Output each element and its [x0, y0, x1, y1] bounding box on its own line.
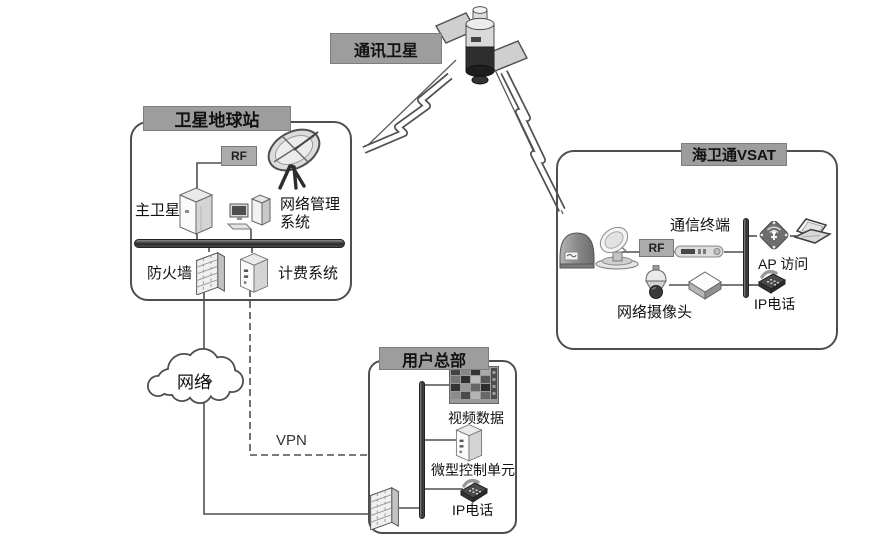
lightning-bolt-right — [500, 70, 566, 212]
mcu-label-text: 微型控制单元 — [431, 462, 515, 478]
network-cloud-label-text: 网络 — [177, 373, 211, 392]
ip-phone-label-hq-text: IP电话 — [452, 502, 494, 518]
main-station-label-text: 主卫星 — [135, 202, 181, 219]
vpn-label: VPN — [276, 432, 307, 449]
rf-box-vsat: RF — [639, 239, 674, 257]
vsat-title: 海卫通VSAT — [681, 143, 787, 166]
communication-satellite-icon — [434, 6, 528, 85]
firewall-icon-earth — [195, 252, 226, 295]
firewall-icon-hq — [369, 487, 400, 530]
billing-label-text: 计费系统 — [278, 265, 339, 282]
ip-phone-icon-hq — [460, 478, 489, 503]
video-wall-icon — [449, 366, 499, 404]
headquarters-title: 用户总部 — [379, 347, 489, 370]
vpn-label-text: VPN — [276, 432, 307, 449]
nms-label-line2: 系统 — [280, 214, 311, 231]
mcu-label: 微型控制单元 — [431, 460, 515, 480]
network-camera-icon — [645, 265, 667, 299]
hq-lan-bus — [419, 381, 425, 519]
network-cloud-shape — [147, 348, 244, 404]
network-camera-label-text: 网络摄像头 — [617, 304, 693, 321]
nms-label: 网络管理 系统 — [280, 196, 340, 232]
vsat-title-text: 海卫通VSAT — [692, 147, 776, 164]
rf-label-earth: RF — [231, 149, 247, 163]
comm-terminal-label: 通信终端 — [670, 214, 730, 235]
firewall-label-earth: 防火墙 — [147, 262, 192, 283]
billing-server-icon — [239, 253, 269, 293]
ip-phone-label-vsat: IP电话 — [754, 294, 795, 314]
video-data-label: 视频数据 — [448, 408, 504, 428]
ap-access-label: AP 访问 — [758, 254, 808, 274]
ip-phone-icon-vsat — [758, 269, 787, 294]
main-station-label: 主卫星 — [135, 199, 180, 220]
billing-label: 计费系统 — [278, 262, 338, 283]
ip-phone-label-hq: IP电话 — [452, 500, 493, 520]
internet-link-line — [203, 290, 372, 515]
comm-terminal-label-text: 通信终端 — [670, 217, 731, 234]
earth-station-title: 卫星地球站 — [143, 106, 291, 131]
comm-terminal-icon — [674, 245, 724, 258]
ap-access-label-text: AP 访问 — [758, 256, 809, 272]
switch-icon — [688, 271, 722, 300]
nms-workstation-icon — [226, 194, 272, 230]
nms-label-line1: 网络管理 — [280, 196, 341, 213]
headquarters-title-text: 用户总部 — [401, 352, 466, 370]
satellite-label: 通讯卫星 — [330, 33, 442, 64]
mcu-server-icon — [455, 424, 483, 462]
rf-box-earth: RF — [221, 146, 257, 166]
earth-lan-bus — [134, 239, 345, 248]
vsat-lan-bus — [743, 218, 749, 298]
network-cloud-label: 网络 — [177, 368, 211, 393]
ap-icon — [759, 221, 789, 250]
vpn-dashed-line — [249, 290, 368, 456]
satellite-label-text: 通讯卫星 — [353, 42, 418, 60]
earth-station-title-text: 卫星地球站 — [174, 111, 260, 130]
video-data-label-text: 视频数据 — [448, 410, 504, 426]
lightning-bolt-left — [362, 72, 453, 154]
laptop-icon — [794, 218, 832, 244]
rf-label-vsat: RF — [648, 241, 665, 255]
network-camera-label: 网络摄像头 — [617, 301, 692, 322]
firewall-label-earth-text: 防火墙 — [147, 265, 193, 282]
main-station-server-icon — [178, 187, 214, 235]
vsat-dish-icon — [595, 226, 639, 270]
uplink-left-line — [365, 59, 457, 148]
radome-icon — [559, 232, 595, 269]
ip-phone-label-vsat-text: IP电话 — [754, 296, 796, 312]
ground-dish-icon — [267, 128, 321, 190]
